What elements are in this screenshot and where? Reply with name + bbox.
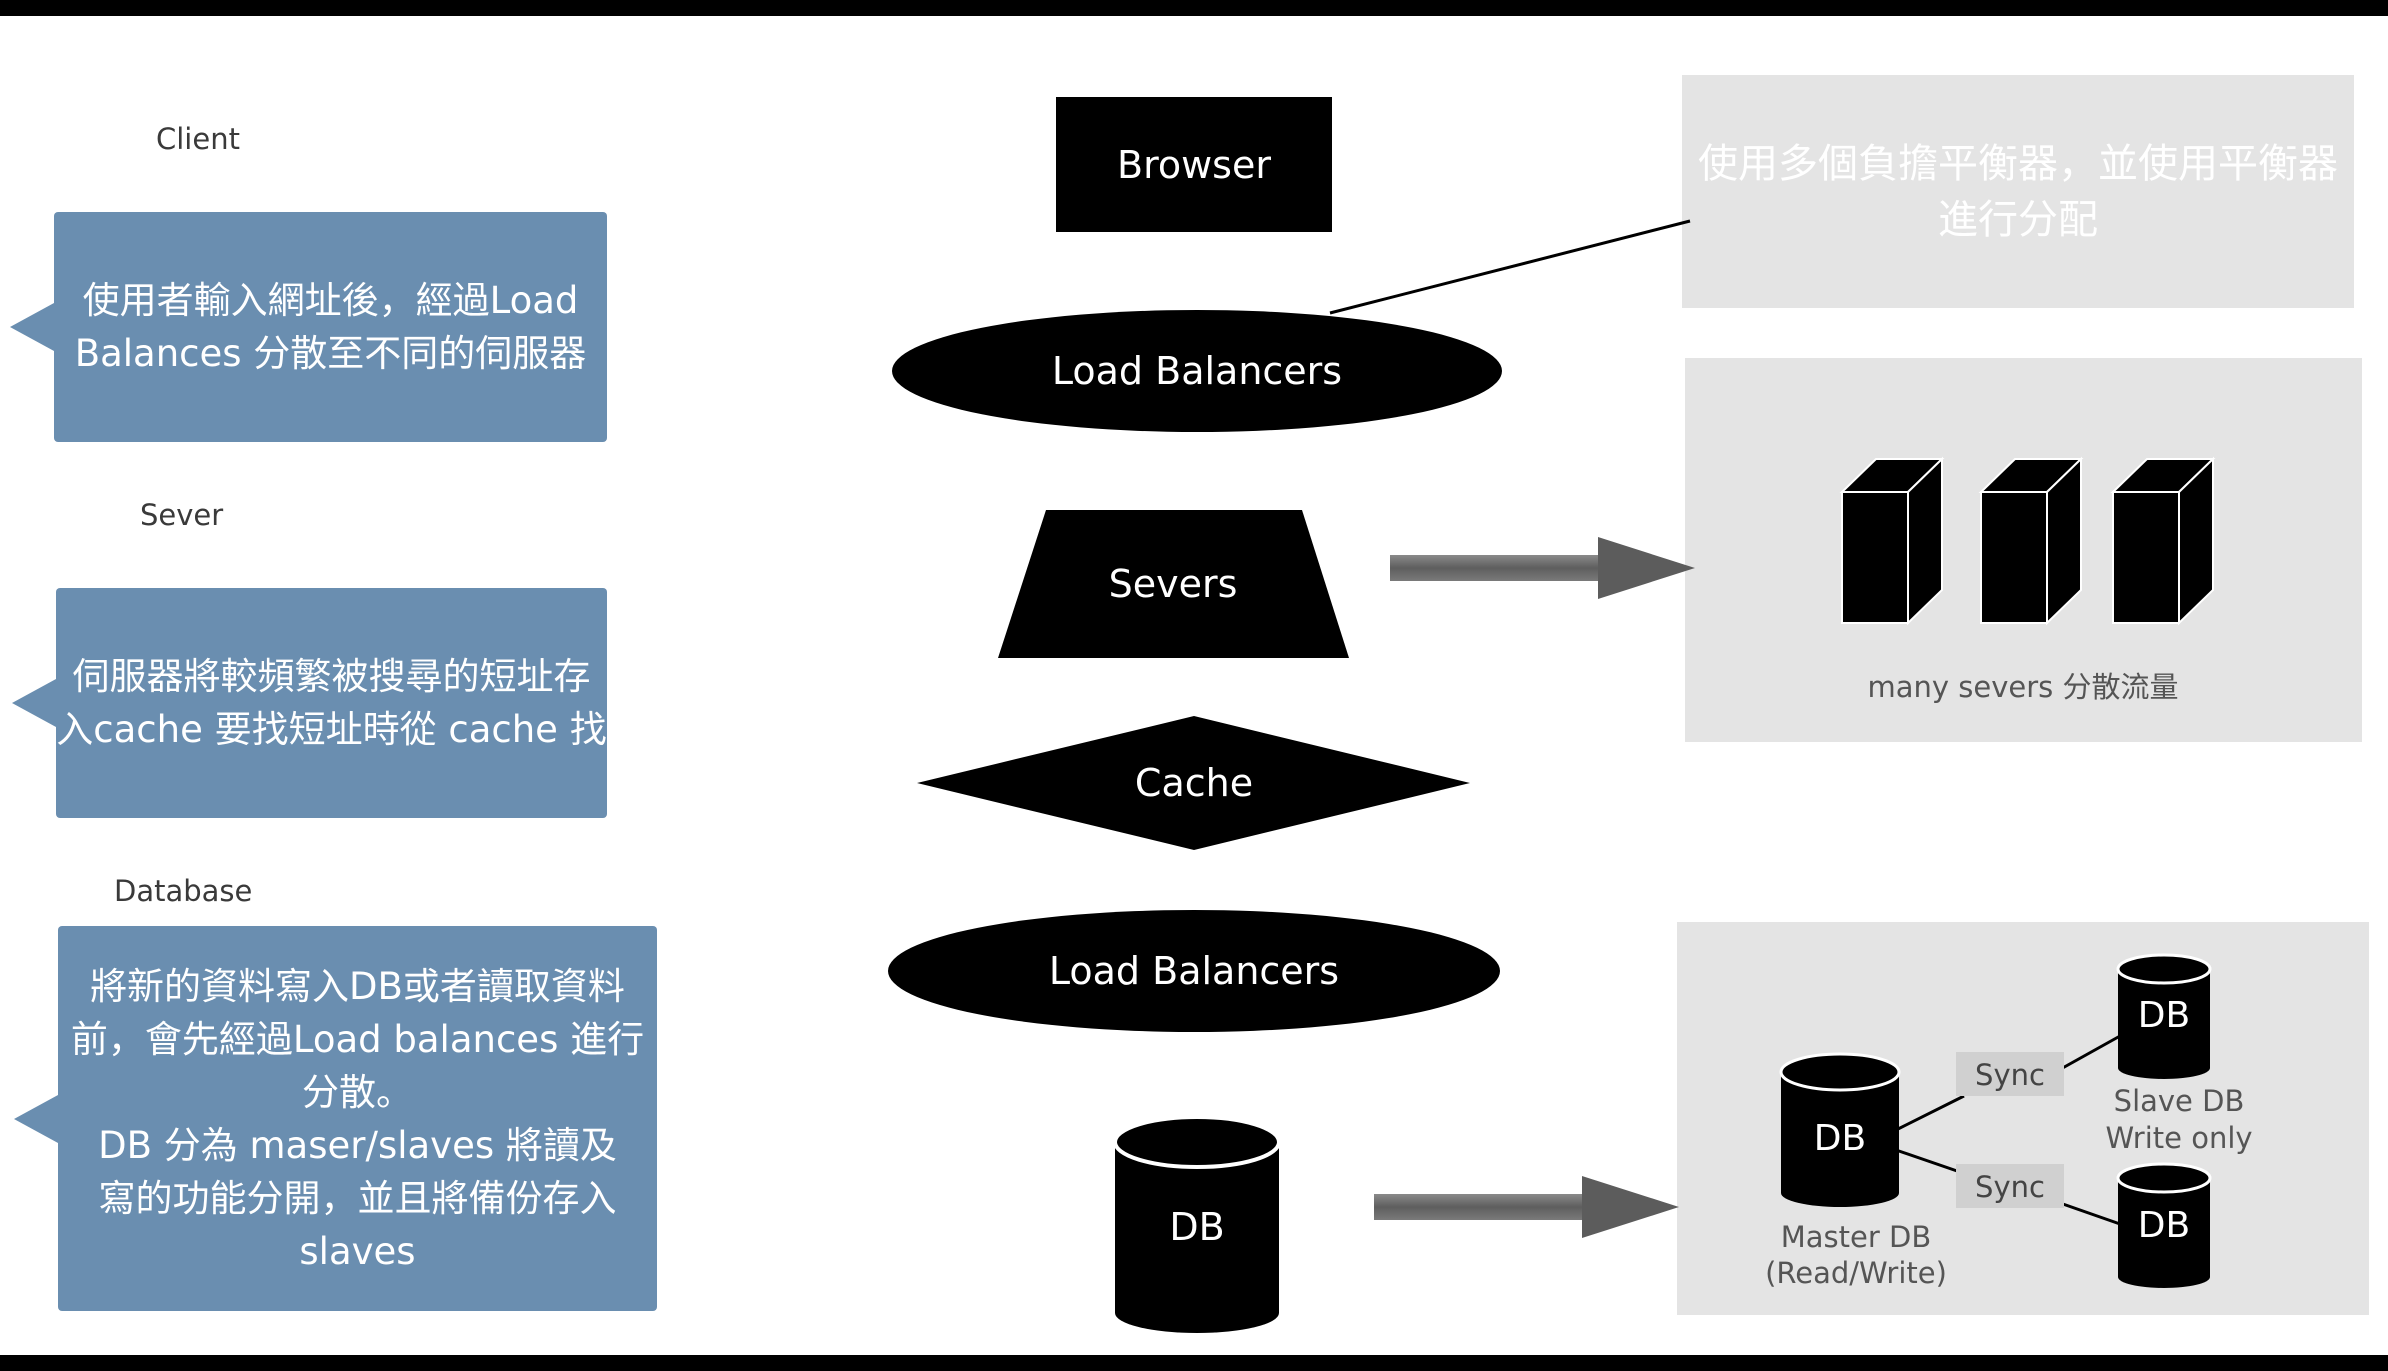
- sever-callout-line: 伺服器將較頻繁被搜尋的短址存: [72, 655, 591, 698]
- servers-arrow: [1390, 537, 1695, 599]
- sever-callout: 伺服器將較頻繁被搜尋的短址存 入cache 要找短址時從 cache 找: [56, 588, 607, 818]
- database-callout-line: 分散。: [302, 1070, 413, 1114]
- database-callout-line: 將新的資料寫入DB或者讀取資料: [90, 964, 625, 1008]
- slave-db-caption: Slave DB: [2114, 1084, 2245, 1118]
- load-balancer-note-line: 使用多個負擔平衡器，並使用平衡器: [1698, 140, 2338, 187]
- sever-label: Sever: [140, 498, 224, 532]
- sever-callout-line: 入cache 要找短址時從 cache 找: [56, 708, 607, 751]
- master-db-cylinder: [1779, 1052, 1901, 1207]
- sync-bottom-label: Sync: [1975, 1170, 2045, 1204]
- note-connector-line: [1329, 219, 1691, 315]
- slave-db-bottom-cylinder: [2116, 1162, 2212, 1288]
- cache-label: Cache: [1135, 761, 1253, 805]
- database-label: Database: [114, 874, 253, 908]
- db-arrow: [1374, 1176, 1679, 1238]
- sync-bottom-line: [1895, 1148, 1961, 1174]
- slave-db-top-label: DB: [2138, 995, 2190, 1036]
- bottom-letterbox-bar: [0, 1355, 2388, 1371]
- database-callout: 將新的資料寫入DB或者讀取資料 前，會先經過Load balances 進行 分…: [58, 926, 657, 1311]
- slave-db-caption: Write only: [2105, 1121, 2252, 1155]
- slave-db-bottom-label: DB: [2138, 1205, 2190, 1246]
- browser-label: Browser: [1117, 143, 1271, 187]
- server-cube-icon: [1978, 456, 2084, 626]
- sync-bottom-badge: [1956, 1164, 2064, 1208]
- load-balancer-note-line: 進行分配: [1938, 196, 2098, 243]
- sync-top-badge: [1956, 1052, 2064, 1096]
- sync-bottom-line: [2059, 1201, 2121, 1226]
- client-callout: 使用者輸入網址後，經過Load Balances 分散至不同的伺服器: [54, 212, 607, 442]
- database-callout-line: slaves: [299, 1229, 416, 1273]
- servers-caption: many severs 分散流量: [1868, 670, 2179, 704]
- slave-db-top-cylinder: [2116, 953, 2212, 1079]
- load-balancer-note-panel: [1682, 75, 2354, 308]
- database-callout-line: DB 分為 maser/slaves 將讀及: [98, 1123, 617, 1167]
- severs-trapezoid: [998, 510, 1349, 658]
- client-label: Client: [156, 122, 240, 156]
- database-callout-line: 寫的功能分開，並且將備份存入: [98, 1176, 617, 1220]
- master-db-caption: Master DB: [1781, 1220, 1931, 1254]
- load-balancers-bottom-label: Load Balancers: [1049, 949, 1339, 993]
- load-balancers-top-label: Load Balancers: [1052, 349, 1342, 393]
- master-db-label: DB: [1814, 1118, 1866, 1159]
- sync-top-line: [1895, 1094, 1965, 1132]
- server-cube-icon: [1839, 456, 1945, 626]
- sync-top-label: Sync: [1975, 1058, 2045, 1092]
- db-label: DB: [1169, 1205, 1224, 1249]
- load-balancer-note: 使用多個負擔平衡器，並使用平衡器 進行分配: [1682, 75, 2354, 308]
- db-cylinder: [1113, 1115, 1281, 1333]
- load-balancers-top-ellipse: [892, 310, 1502, 432]
- browser-box: [1056, 97, 1332, 232]
- cache-diamond: [917, 716, 1470, 850]
- load-balancers-bottom-ellipse: [888, 910, 1500, 1032]
- server-cube-icon: [2110, 456, 2216, 626]
- severs-label: Severs: [1109, 562, 1238, 606]
- client-callout-line: 使用者輸入網址後，經過Load: [82, 279, 579, 322]
- client-callout-line: Balances 分散至不同的伺服器: [74, 332, 587, 375]
- top-letterbox-bar: [0, 0, 2388, 16]
- master-db-caption: (Read/Write): [1765, 1256, 1947, 1290]
- database-callout-line: 前，會先經過Load balances 進行: [70, 1017, 645, 1061]
